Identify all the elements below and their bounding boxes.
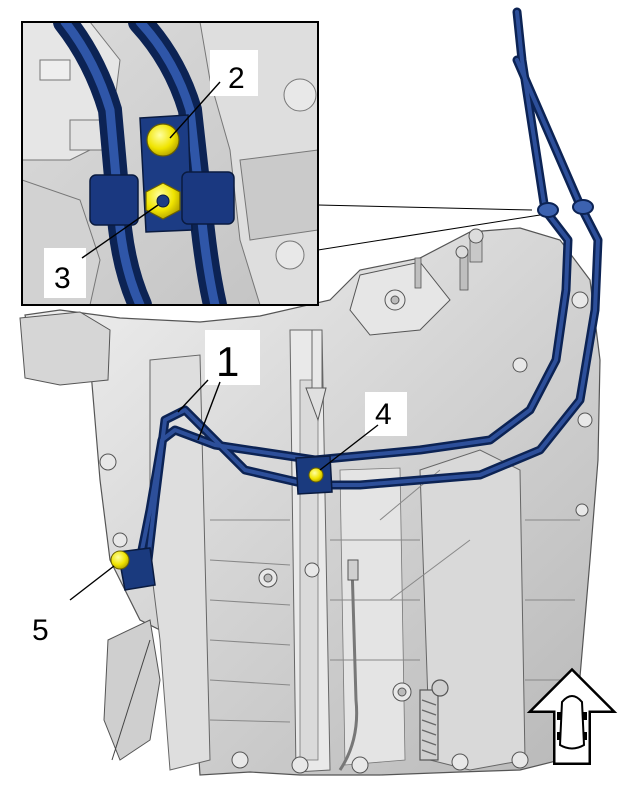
callout-2: 2 (169, 50, 258, 139)
callout-label-1: 1 (216, 338, 239, 385)
callout-label-5: 5 (32, 614, 49, 647)
callout-3: 3 (44, 204, 159, 298)
callout-label-3: 3 (54, 262, 71, 295)
callout-5: 5 (32, 565, 115, 647)
lower-bracket (110, 547, 156, 591)
detail-inset (21, 21, 541, 306)
center-bracket (295, 455, 333, 495)
front-direction-arrow-icon (526, 667, 618, 765)
callout-1: 1 (177, 330, 260, 441)
vehicle-top-view-icon (557, 695, 587, 750)
cooler-lines (125, 7, 603, 585)
callout-label-4: 4 (375, 398, 392, 431)
transmission-housing (19, 227, 601, 776)
callout-label-2: 2 (228, 62, 245, 95)
callout-4: 4 (319, 392, 407, 471)
